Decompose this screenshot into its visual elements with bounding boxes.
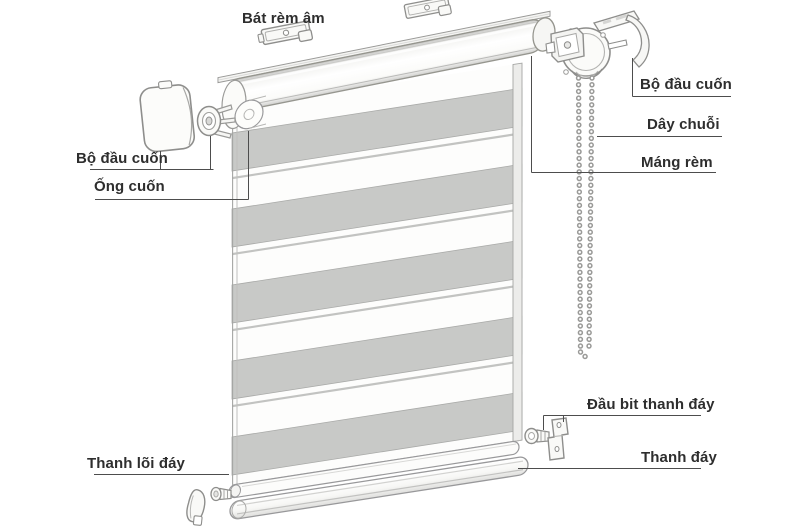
fabric-right-edge bbox=[512, 62, 523, 443]
label-bottom-bar: Thanh đáy bbox=[641, 449, 717, 466]
label-bottom-core-bar: Thanh lõi đáy bbox=[87, 455, 185, 472]
bottom-right-plug bbox=[524, 427, 550, 445]
label-head-unit-left: Bộ đầu cuốn bbox=[76, 150, 168, 167]
bottom-rail bbox=[229, 456, 529, 520]
label-head-unit-right: Bộ đầu cuốn bbox=[640, 76, 732, 93]
label-bead-chain: Dây chuỗi bbox=[647, 116, 720, 133]
bottom-right-bracket bbox=[547, 417, 569, 461]
fabric-roll-end bbox=[221, 79, 267, 130]
fabric-panel bbox=[228, 62, 523, 499]
headrail-cassette bbox=[217, 10, 556, 130]
mounting-bracket-2 bbox=[403, 0, 452, 19]
label-bottom-bar-end-cap: Đầu bit thanh đáy bbox=[587, 396, 715, 413]
bottom-left-end-cap bbox=[186, 489, 206, 526]
bottom-left-plug bbox=[210, 486, 232, 502]
bead-chain bbox=[575, 75, 595, 360]
left-end-cap bbox=[139, 80, 196, 153]
label-top-bracket: Bát rèm âm bbox=[242, 10, 325, 27]
roller-tube-plug bbox=[196, 104, 236, 139]
label-headrail: Máng rèm bbox=[641, 154, 713, 171]
label-roller-tube: Ống cuốn bbox=[94, 178, 165, 195]
clutch-pin bbox=[607, 39, 628, 50]
clutch-unit bbox=[545, 27, 611, 79]
leader-lines bbox=[90, 56, 731, 475]
mounting-bracket-1 bbox=[257, 20, 314, 46]
